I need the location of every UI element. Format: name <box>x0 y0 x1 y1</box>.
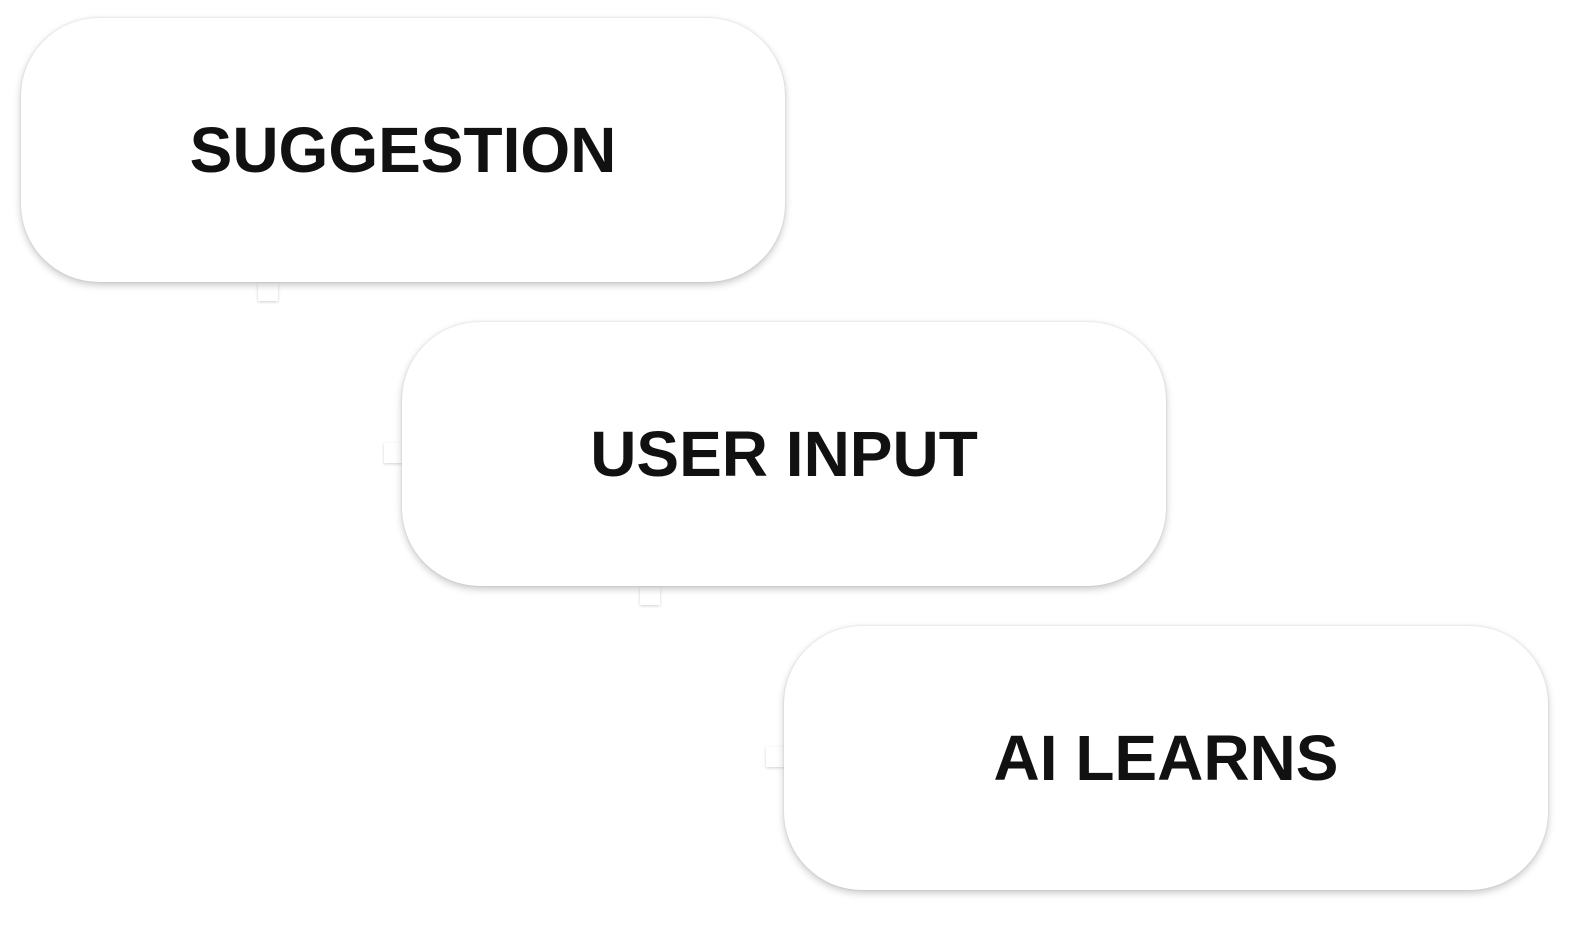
node-ai-learns: AI LEARNS <box>784 626 1548 890</box>
connector-ai-learns-left <box>766 747 784 767</box>
connector-user-input-left <box>384 443 402 463</box>
node-label-suggestion: SUGGESTION <box>189 114 617 186</box>
node-user-input: USER INPUT <box>402 322 1166 586</box>
node-label-user-input: USER INPUT <box>590 418 978 490</box>
connector-user-input-down <box>640 587 660 605</box>
node-suggestion: SUGGESTION <box>21 18 785 282</box>
connector-suggestion-down <box>258 283 278 301</box>
node-label-ai-learns: AI LEARNS <box>993 722 1339 794</box>
